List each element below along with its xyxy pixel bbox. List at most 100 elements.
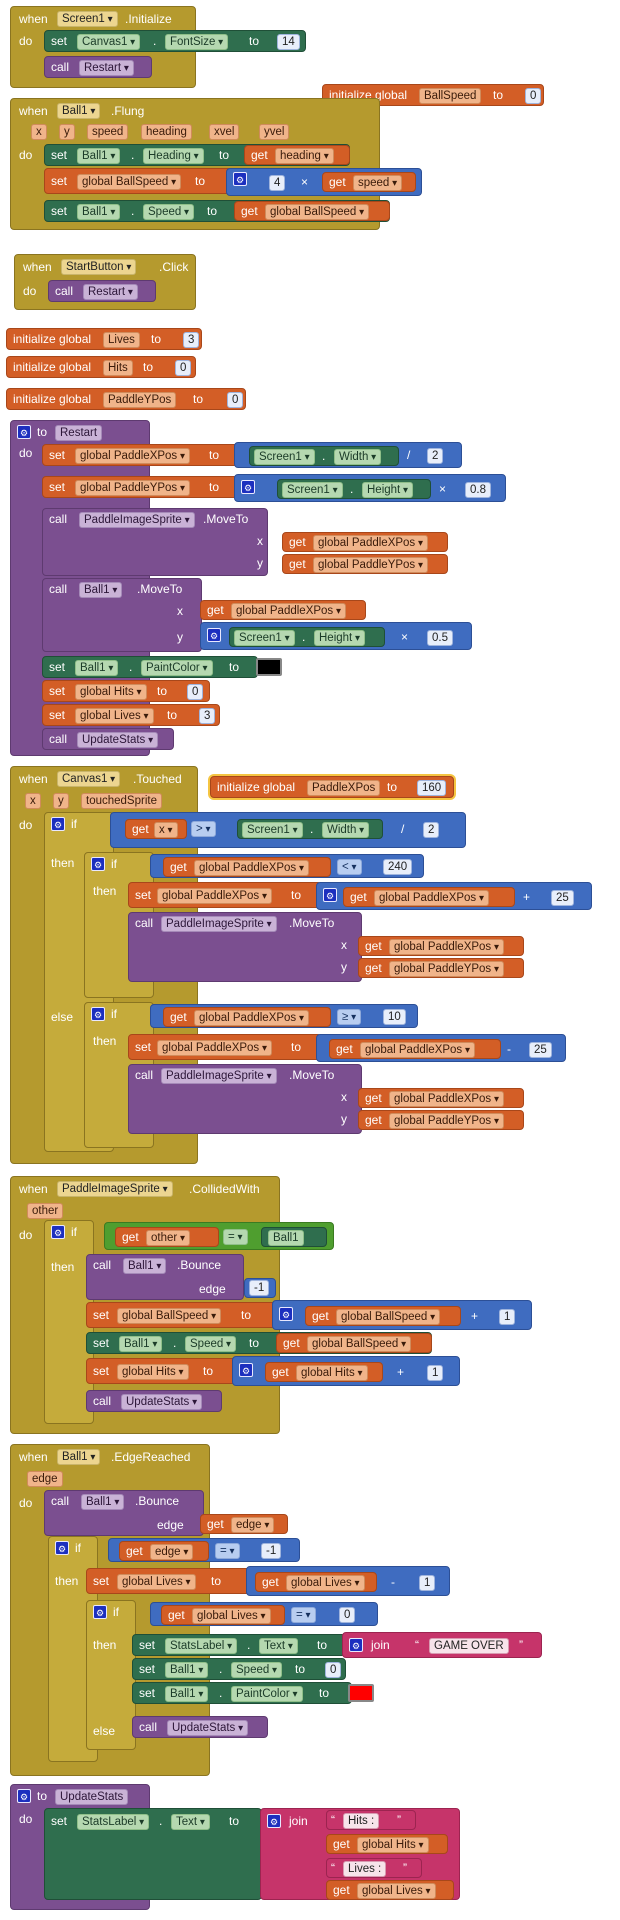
number-input[interactable]: -1 bbox=[261, 1543, 282, 1559]
param-xvel[interactable]: xvel bbox=[209, 124, 240, 140]
property-dropdown[interactable]: Height bbox=[314, 630, 366, 646]
operator-dropdown[interactable]: < bbox=[337, 859, 362, 875]
get-speed[interactable]: get speed bbox=[322, 172, 416, 192]
variable-dropdown[interactable]: other bbox=[146, 1230, 191, 1246]
property-dropdown[interactable]: PaintColor bbox=[231, 1686, 303, 1702]
component-dropdown[interactable]: Ball1 bbox=[57, 1449, 101, 1465]
procedure-name[interactable]: Restart bbox=[55, 425, 103, 441]
set-global-paddleypos[interactable]: set global PaddleYPos to bbox=[42, 476, 240, 498]
component-dropdown[interactable]: PaddleImageSprite bbox=[161, 916, 277, 932]
set-canvas-fontsize[interactable]: set Canvas1 . FontSize to 14 bbox=[44, 30, 306, 52]
gear-icon[interactable]: ⚙ bbox=[17, 425, 31, 439]
logic-compare-eq[interactable]: get other = Ball1 bbox=[104, 1222, 334, 1250]
set-global-paddlexpos[interactable]: set global PaddleXPos to bbox=[42, 444, 240, 466]
param-edge[interactable]: edge bbox=[27, 1471, 63, 1487]
get-other[interactable]: get other bbox=[115, 1227, 219, 1247]
number-input[interactable]: 0 bbox=[325, 1662, 342, 1678]
operator-dropdown[interactable]: = bbox=[223, 1229, 248, 1245]
number-input[interactable]: 1 bbox=[499, 1309, 516, 1325]
color-swatch-red[interactable] bbox=[348, 1684, 374, 1702]
screen1-height-getter[interactable]: Screen1 . Height bbox=[229, 627, 385, 647]
get-global-paddleypos[interactable]: get global PaddleYPos bbox=[358, 1110, 524, 1130]
get-global-paddlexpos[interactable]: get global PaddleXPos bbox=[200, 600, 366, 620]
get-global-paddlexpos[interactable]: get global PaddleXPos bbox=[282, 532, 448, 552]
call-restart[interactable]: call Restart bbox=[48, 280, 156, 302]
number-input[interactable]: 2 bbox=[423, 822, 440, 838]
number-input[interactable]: 25 bbox=[551, 890, 574, 906]
variable-dropdown[interactable]: global PaddleXPos bbox=[194, 1010, 309, 1026]
property-dropdown[interactable]: Text bbox=[259, 1638, 298, 1654]
math-subtract[interactable]: get global PaddleXPos - 25 bbox=[316, 1034, 566, 1062]
operator-dropdown[interactable]: ≥ bbox=[337, 1009, 362, 1025]
number-input[interactable]: 0 bbox=[525, 88, 542, 104]
get-global-ballspeed[interactable]: get global BallSpeed bbox=[305, 1306, 461, 1326]
screen1-width-getter[interactable]: Screen1 . Width bbox=[237, 819, 383, 839]
component-dropdown[interactable]: StartButton bbox=[61, 259, 137, 275]
variable-name[interactable]: Lives bbox=[103, 332, 140, 348]
gear-icon[interactable]: ⚙ bbox=[93, 1605, 107, 1619]
component-dropdown[interactable]: Screen1 bbox=[57, 11, 118, 27]
screen1-width-getter[interactable]: Screen1 . Width bbox=[249, 446, 399, 466]
gear-icon[interactable]: ⚙ bbox=[349, 1638, 363, 1652]
component-dropdown[interactable]: Ball1 bbox=[79, 582, 123, 598]
math-add[interactable]: ⚙ get global Hits + 1 bbox=[232, 1356, 460, 1386]
compare-eq[interactable]: get edge = -1 bbox=[108, 1538, 300, 1562]
variable-dropdown[interactable]: global PaddleXPos bbox=[157, 888, 272, 904]
set-ball1-paintcolor[interactable]: set Ball1 . PaintColor to bbox=[132, 1682, 352, 1704]
number-input[interactable]: 2 bbox=[427, 448, 444, 464]
operator-dropdown[interactable]: = bbox=[291, 1607, 316, 1623]
procedure-dropdown[interactable]: Restart bbox=[79, 60, 134, 76]
number-input[interactable]: 0 bbox=[175, 360, 192, 376]
init-global-lives[interactable]: initialize global Lives to 3 bbox=[6, 328, 202, 350]
number-input[interactable]: 4 bbox=[269, 175, 286, 191]
text-string-lives[interactable]: “ Lives : ” bbox=[326, 1858, 422, 1878]
procedure-dropdown[interactable]: Restart bbox=[83, 284, 138, 300]
component-dropdown[interactable]: Screen1 bbox=[282, 482, 343, 498]
set-global-ballspeed[interactable]: set global BallSpeed to bbox=[86, 1302, 282, 1328]
property-dropdown[interactable]: Height bbox=[362, 482, 414, 498]
screen1-height-getter[interactable]: Screen1 . Height bbox=[277, 479, 431, 499]
call-ball1-bounce[interactable]: call Ball1 .Bounce edge bbox=[44, 1490, 204, 1536]
number-input[interactable]: 25 bbox=[529, 1042, 552, 1058]
variable-dropdown[interactable]: global Lives bbox=[117, 1574, 196, 1590]
component-dropdown[interactable]: Canvas1 bbox=[57, 771, 121, 787]
variable-name[interactable]: BallSpeed bbox=[419, 88, 482, 104]
operator-dropdown[interactable]: > bbox=[191, 821, 216, 837]
set-global-hits[interactable]: set global Hits to bbox=[86, 1358, 242, 1384]
procedure-dropdown[interactable]: UpdateStats bbox=[121, 1394, 203, 1410]
set-global-paddlexpos[interactable]: set global PaddleXPos to bbox=[128, 1034, 322, 1060]
math-multiply[interactable]: ⚙ Screen1 . Height × 0.5 bbox=[200, 622, 472, 650]
call-updatestats[interactable]: call UpdateStats bbox=[86, 1390, 222, 1412]
variable-dropdown[interactable]: global PaddleYPos bbox=[389, 961, 504, 977]
ball1-component-block[interactable]: Ball1 bbox=[261, 1227, 327, 1247]
variable-dropdown[interactable]: global Lives bbox=[75, 708, 154, 724]
variable-dropdown[interactable]: global PaddleYPos bbox=[313, 557, 428, 573]
gear-icon[interactable]: ⚙ bbox=[17, 1789, 31, 1803]
param-speed[interactable]: speed bbox=[87, 124, 129, 140]
set-global-hits[interactable]: set global Hits to 0 bbox=[42, 680, 210, 702]
variable-dropdown[interactable]: global Hits bbox=[117, 1364, 189, 1380]
variable-dropdown[interactable]: global BallSpeed bbox=[77, 174, 182, 190]
variable-dropdown[interactable]: edge bbox=[150, 1544, 194, 1560]
set-ball1-paintcolor[interactable]: set Ball1 . PaintColor to bbox=[42, 656, 258, 678]
text-string-hits[interactable]: “ Hits : ” bbox=[326, 1810, 416, 1830]
param-heading[interactable]: heading bbox=[141, 124, 192, 140]
math-add[interactable]: ⚙ get global BallSpeed + 1 bbox=[272, 1300, 532, 1330]
variable-dropdown[interactable]: global PaddleXPos bbox=[157, 1040, 272, 1056]
variable-dropdown[interactable]: global PaddleXPos bbox=[374, 890, 489, 906]
gear-icon[interactable]: ⚙ bbox=[51, 1225, 65, 1239]
text-input[interactable]: Lives : bbox=[343, 1861, 387, 1877]
component-dropdown[interactable]: PaddleImageSprite bbox=[161, 1068, 277, 1084]
call-paddle-moveto[interactable]: call PaddleImageSprite .MoveTo x y bbox=[42, 508, 268, 576]
component-dropdown[interactable]: Ball1 bbox=[75, 660, 119, 676]
get-global-paddlexpos[interactable]: get global PaddleXPos bbox=[163, 1007, 331, 1027]
gear-icon[interactable]: ⚙ bbox=[279, 1307, 293, 1321]
variable-dropdown[interactable]: global PaddleXPos bbox=[194, 860, 309, 876]
param-x[interactable]: x bbox=[31, 124, 47, 140]
component-dropdown[interactable]: Screen1 bbox=[254, 449, 315, 465]
variable-dropdown[interactable]: global Hits bbox=[75, 684, 147, 700]
call-ball1-moveto[interactable]: call Ball1 .MoveTo x y bbox=[42, 578, 202, 652]
variable-dropdown[interactable]: global Hits bbox=[357, 1837, 429, 1853]
variable-dropdown[interactable]: global PaddleXPos bbox=[313, 535, 428, 551]
component-name[interactable]: Ball1 bbox=[268, 1230, 304, 1246]
